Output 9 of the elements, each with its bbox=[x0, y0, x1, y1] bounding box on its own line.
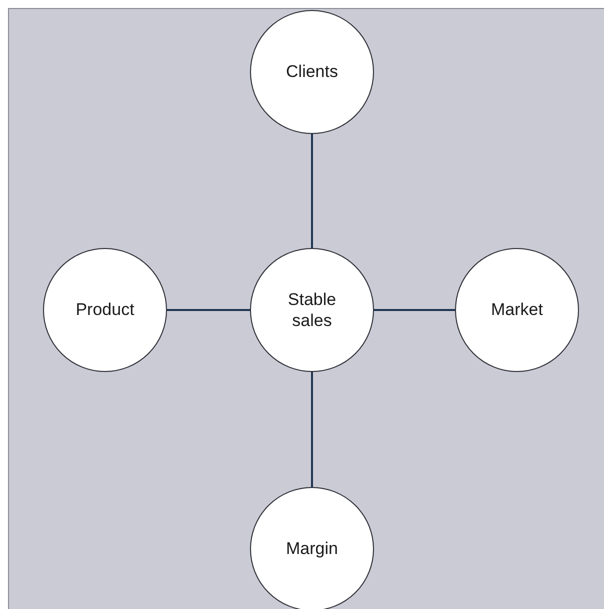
node-label: Stable sales bbox=[286, 288, 338, 332]
connector-line bbox=[167, 309, 250, 311]
node-label: Market bbox=[491, 299, 543, 321]
node-label: Product bbox=[76, 299, 134, 321]
connector-line bbox=[311, 134, 313, 248]
node-label: Clients bbox=[286, 61, 338, 83]
connector-line bbox=[311, 372, 313, 487]
node-label: Margin bbox=[286, 538, 338, 560]
connector-line bbox=[374, 309, 455, 311]
